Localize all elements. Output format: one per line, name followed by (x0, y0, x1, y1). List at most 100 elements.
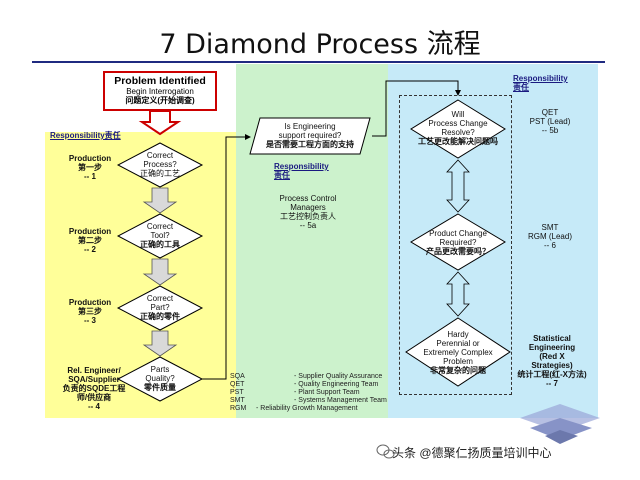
engineering-support-box (249, 117, 371, 155)
role-line: 第二步 (78, 236, 102, 245)
problem-line1: Begin Interrogation (126, 87, 194, 96)
question-line: Is Engineering (284, 122, 336, 131)
diamond-text-quality: Parts Quality? 零件质量 (128, 365, 192, 392)
role-production-2: Production 第二步 -- 2 (52, 227, 128, 254)
role-line: -- 3 (84, 316, 96, 325)
legend-desc: - Reliability Growth Management (256, 405, 358, 412)
role-line: 第三步 (78, 307, 102, 316)
double-arrow-lower (446, 271, 470, 317)
problem-identified-box: Problem Identified Begin Interrogation 问… (103, 71, 217, 111)
diamond-line: 正确的工艺 (140, 169, 180, 178)
responsibility-middle: Responsibility 责任 (274, 162, 329, 180)
legend-abbr: RGM (230, 405, 247, 412)
role-line: -- 2 (84, 245, 96, 254)
legend-desc: - Systems Management Team (294, 397, 387, 404)
diamond-process-change (410, 99, 506, 159)
diamond-text-complex: Hardy Perennial or Extremely Complex Pro… (410, 330, 506, 375)
diamond-line: 产品更改需要吗？ (426, 247, 490, 256)
engineering-question-text: Is Engineering support required? 是否需要工程方… (252, 122, 368, 149)
legend-abbr: QET (230, 381, 245, 388)
responsibility-right: Responsibility 责任 (513, 74, 568, 92)
diamond-line: Process? (143, 160, 177, 169)
role-line: -- 1 (84, 172, 96, 181)
legend-desc: - Plant Support Team (294, 389, 360, 396)
diamond-text-part: Correct Part? 正确的零件 (128, 294, 192, 321)
role-line: -- 7 (546, 379, 558, 388)
role-line: Statistical (533, 334, 571, 343)
role-rel-engineer: Rel. Engineer/ SQA/Supplier 负责的SQDE工程 师/… (54, 366, 134, 411)
diamond-line: 正确的工具 (140, 240, 180, 249)
role-line: Process Control (279, 194, 337, 203)
role-line: -- 5a (299, 221, 317, 230)
role-line: Production (68, 298, 112, 307)
role-line: QET (541, 108, 559, 117)
role-line: Rel. Engineer/ (67, 366, 121, 375)
role-process-control: Process Control Managers 工艺控制负责人 -- 5a (256, 194, 360, 230)
role-line: -- 6 (544, 241, 556, 250)
diamond-line: Extremely Complex (423, 348, 493, 357)
role-line: PST (Lead) (529, 117, 571, 126)
diamond-text-process-change: Will Process Change Resolve? 工艺更改能解决问题吗 (413, 110, 503, 146)
role-production-1: Production 第一步 -- 1 (52, 154, 128, 181)
diamond-correct-tool (116, 213, 204, 259)
role-statistical-engineering: Statistical Engineering (Red X Strategie… (512, 334, 592, 388)
role-line: Engineering (528, 343, 576, 352)
diamond-line: Correct (146, 151, 174, 160)
diamond-line: 正确的零件 (140, 312, 180, 321)
diamond-correct-process (116, 142, 204, 188)
arrow-tool-to-part (142, 258, 178, 286)
question-line: support required? (278, 131, 342, 140)
arrow-part-to-quality (142, 330, 178, 357)
footer-credit: 头条 @德聚仁扬质量培训中心 (392, 446, 552, 460)
diamond-line: 零件质量 (144, 383, 176, 392)
responsibility-middle-en: Responsibility (274, 162, 329, 171)
title-underline (32, 61, 605, 63)
diamond-line: Part? (150, 303, 170, 312)
wechat-icon (376, 444, 395, 459)
responsibility-right-en: Responsibility (513, 74, 568, 83)
role-line: Production (68, 227, 112, 236)
diamond-line: Process Change (428, 119, 488, 128)
diamond-complex-problem (405, 317, 511, 387)
responsibility-middle-cn: 责任 (274, 171, 290, 180)
diamond-line: Quality? (145, 374, 175, 383)
diamond-line: Parts (150, 365, 170, 374)
diamond-line: Tool? (150, 231, 170, 240)
diamond-line: Problem (443, 357, 473, 366)
diamond-text-process: Correct Process? 正确的工艺 (128, 151, 192, 178)
diamond-line: Resolve? (441, 128, 475, 137)
role-line: Managers (290, 203, 326, 212)
role-line: 负责的SQDE工程 (62, 384, 126, 393)
legend-abbr: PST (230, 389, 244, 396)
diamond-text-tool: Correct Tool? 正确的工具 (128, 222, 192, 249)
legend-abbr: SQA (230, 373, 245, 380)
legend-desc: - Supplier Quality Assurance (294, 373, 383, 380)
role-line: -- 4 (88, 402, 100, 411)
role-production-3: Production 第三步 -- 3 (52, 298, 128, 325)
arrow-process-to-tool (142, 187, 178, 214)
connector-to-engineering (202, 134, 251, 380)
diamond-line: 工艺更改能解决问题吗 (418, 137, 498, 146)
role-line: SQA/Supplier (68, 375, 120, 384)
diamond-parts-quality (116, 356, 204, 402)
diamond-product-change (410, 213, 506, 271)
legend-abbr: SMT (230, 397, 245, 404)
responsibility-left: Responsibility责任 (50, 131, 121, 140)
role-line: -- 5b (541, 126, 559, 135)
role-line: 统计工程(红-X方法) (517, 370, 587, 379)
role-line: 师/供应商 (76, 393, 112, 402)
role-line: RGM (Lead) (527, 232, 572, 241)
responsibility-right-cn: 责任 (513, 83, 529, 92)
role-line: 第一步 (78, 163, 102, 172)
role-line: (Red X (539, 352, 565, 361)
diamond-line: Correct (146, 222, 174, 231)
diamond-line: Will (451, 110, 465, 119)
problem-title: Problem Identified (114, 75, 206, 87)
role-line: SMT (541, 223, 559, 232)
role-smt-rgm: SMT RGM (Lead) -- 6 (520, 223, 580, 250)
diamond-line: Hardy (447, 330, 469, 339)
page-title: 7 Diamond Process 流程 (159, 29, 481, 60)
question-line: 是否需要工程方面的支持 (266, 140, 354, 149)
